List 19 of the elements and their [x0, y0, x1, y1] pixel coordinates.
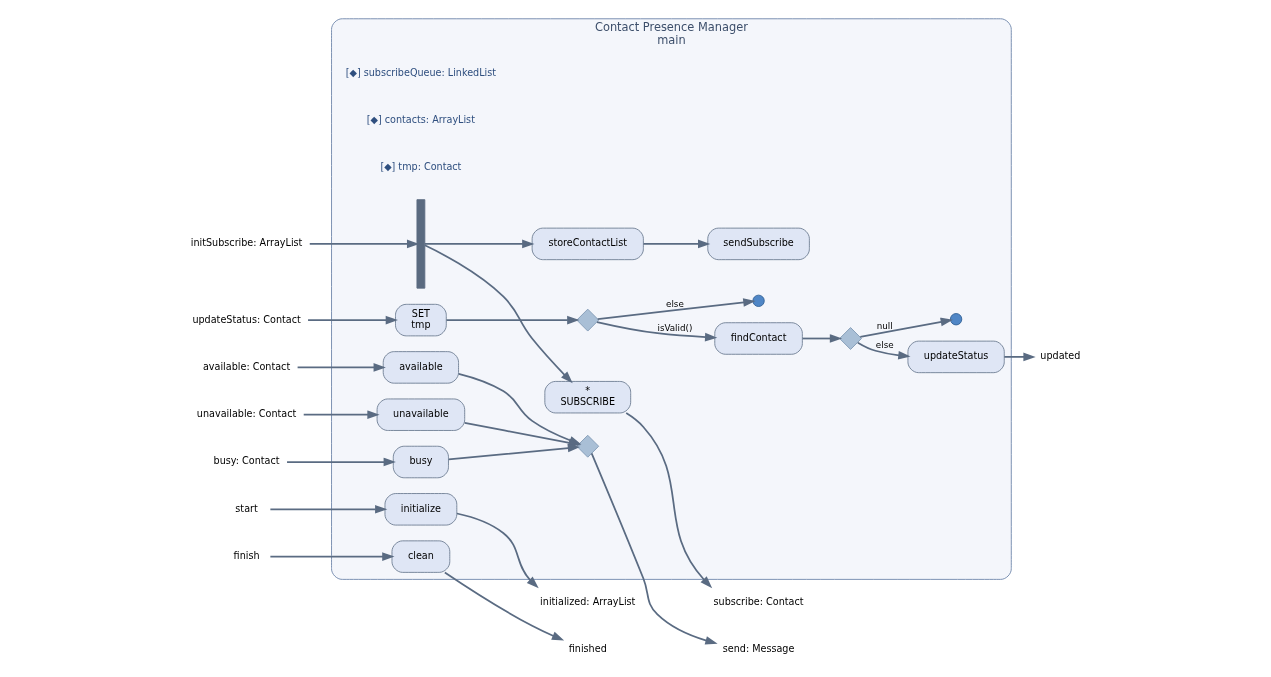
label: [◆] contacts: ArrayList — [366, 113, 475, 125]
node-text: available: Contact — [202, 360, 291, 372]
label: [◆] subscribeQueue: LinkedList — [345, 66, 497, 78]
node-text: updated — [1040, 350, 1081, 362]
node-text: subscribe: Contact — [713, 595, 804, 607]
node-text: send: Message — [722, 642, 795, 654]
edge-label: else — [875, 340, 894, 351]
node-text: initSubscribe: ArrayList — [190, 237, 303, 249]
edge-label: isValid() — [657, 322, 693, 333]
node-text: busy: Contact — [213, 455, 280, 467]
node-text: updateStatus: Contact — [192, 313, 301, 325]
edge-label: else — [666, 298, 684, 309]
label: [◆] tmp: Contact — [380, 161, 462, 173]
node-text: finish — [233, 550, 260, 562]
node-text: initialized: ArrayList — [540, 595, 636, 607]
node-text: start — [235, 502, 258, 514]
node-text: unavailable: Contact — [196, 408, 297, 420]
edge-label: null — [876, 320, 893, 331]
node-text: finished — [568, 642, 607, 654]
